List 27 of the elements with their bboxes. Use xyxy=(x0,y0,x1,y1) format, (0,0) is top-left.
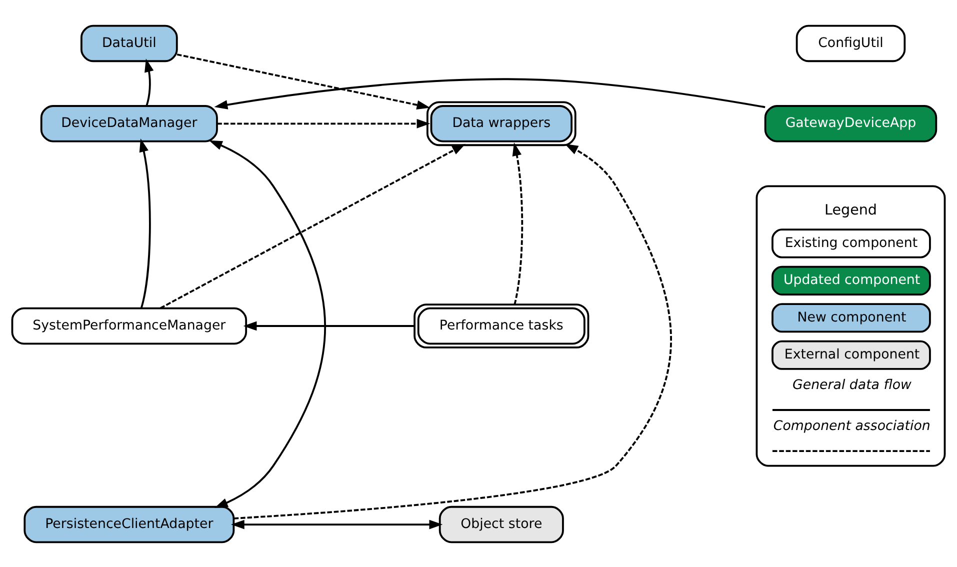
arrow xyxy=(512,142,524,304)
arrow xyxy=(230,519,443,529)
legend-label: Updated component xyxy=(783,272,920,288)
node-box: Object store xyxy=(438,505,564,543)
arrow xyxy=(144,58,154,106)
arrow xyxy=(139,138,151,308)
node-box: DataUtil xyxy=(80,24,178,62)
legend-label: New component xyxy=(797,310,906,325)
node-box: ConfigUtil xyxy=(796,24,906,62)
legend-label: Existing component xyxy=(784,235,918,250)
arrow xyxy=(214,78,766,109)
legend-label: External component xyxy=(784,347,920,362)
node-box: SystemPerformanceManager xyxy=(11,306,248,344)
legend-label: Component association xyxy=(773,418,930,434)
legend-label: General data flow xyxy=(792,378,912,393)
arrow xyxy=(160,143,466,308)
arrow xyxy=(208,140,326,508)
arrow xyxy=(217,118,430,128)
arrow xyxy=(243,320,414,330)
arrow xyxy=(176,53,430,110)
node-box: DeviceDataManager xyxy=(40,104,218,142)
node-box: GatewayDeviceApp xyxy=(764,104,938,142)
arrow xyxy=(234,143,672,519)
node-box: Performance tasks xyxy=(414,303,590,348)
node-box: PersistenceClientAdapter xyxy=(24,505,235,543)
label: Legend xyxy=(824,202,878,218)
node-box: Data wrappers xyxy=(426,100,576,146)
